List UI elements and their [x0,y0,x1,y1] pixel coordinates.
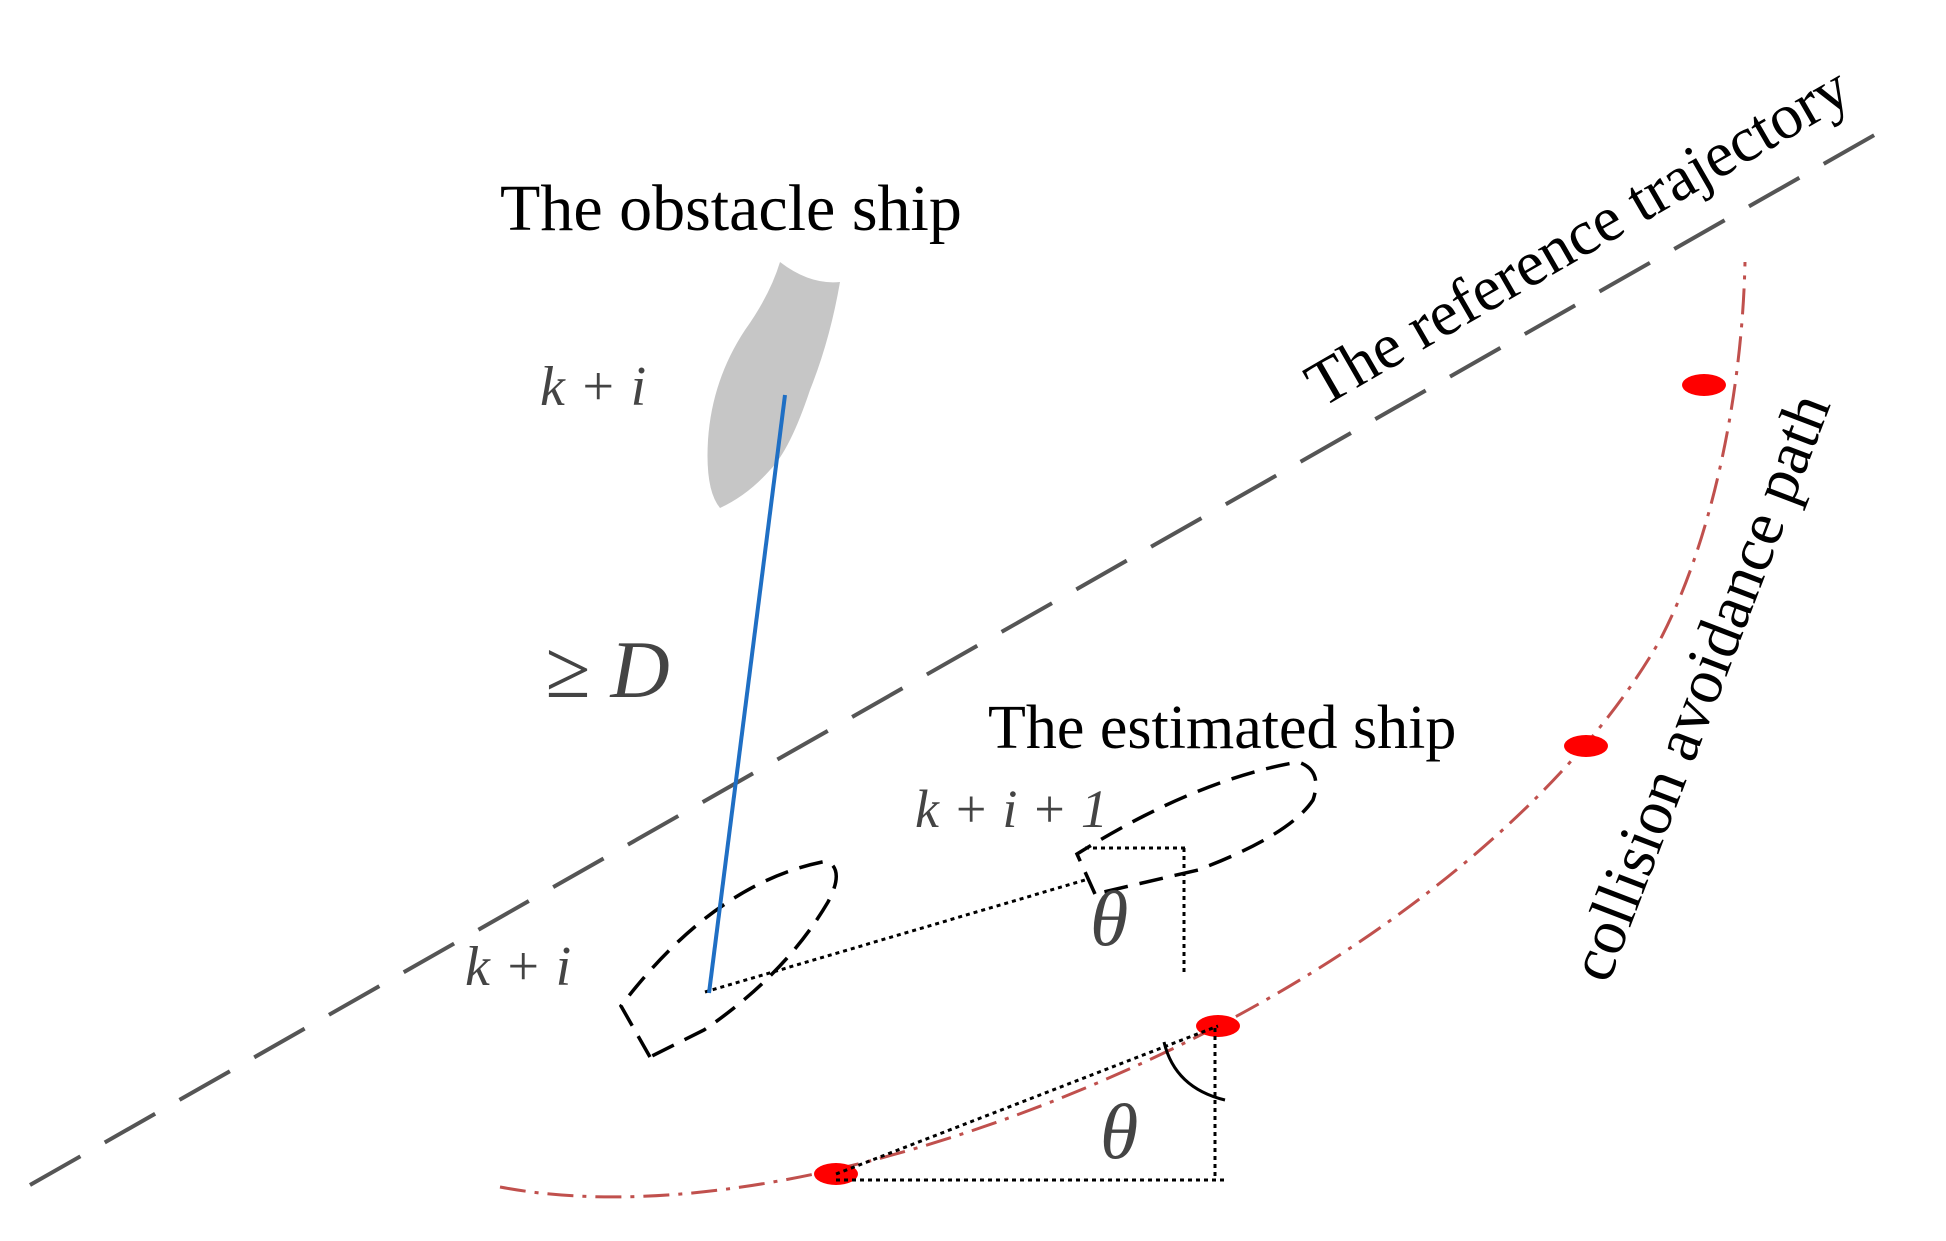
estimated-ship-next-outline [1074,760,1318,897]
estimated-ship-current-outline [618,859,838,1060]
estimated-step-next-label: k + i + 1 [915,779,1108,839]
lower-heading-line [835,1024,1219,1176]
theta-upper-label: θ [1090,875,1128,962]
reference-trajectory-label: The reference trajectory [1294,51,1862,420]
lower-angle-arc [1162,1041,1226,1102]
collision-avoidance-path-curve [499,261,1747,1199]
distance-line [707,394,787,994]
obstacle-ship-label: The obstacle ship [500,172,962,245]
waypoint-3 [1564,735,1608,757]
collision-avoidance-path-label: collision avoidance path [1555,384,1844,990]
estimated-ship-label: The estimated ship [988,694,1456,762]
estimated-step-current-label: k + i [465,936,571,998]
distance-constraint-label: ≥ D [545,624,670,715]
reference-trajectory-line [29,123,1893,1187]
waypoint-4 [1682,374,1726,396]
obstacle-step-label: k + i [540,356,646,418]
upper-heading-line [704,878,1086,994]
theta-lower-label: θ [1100,1088,1138,1175]
obstacle-ship-hull [707,262,840,508]
